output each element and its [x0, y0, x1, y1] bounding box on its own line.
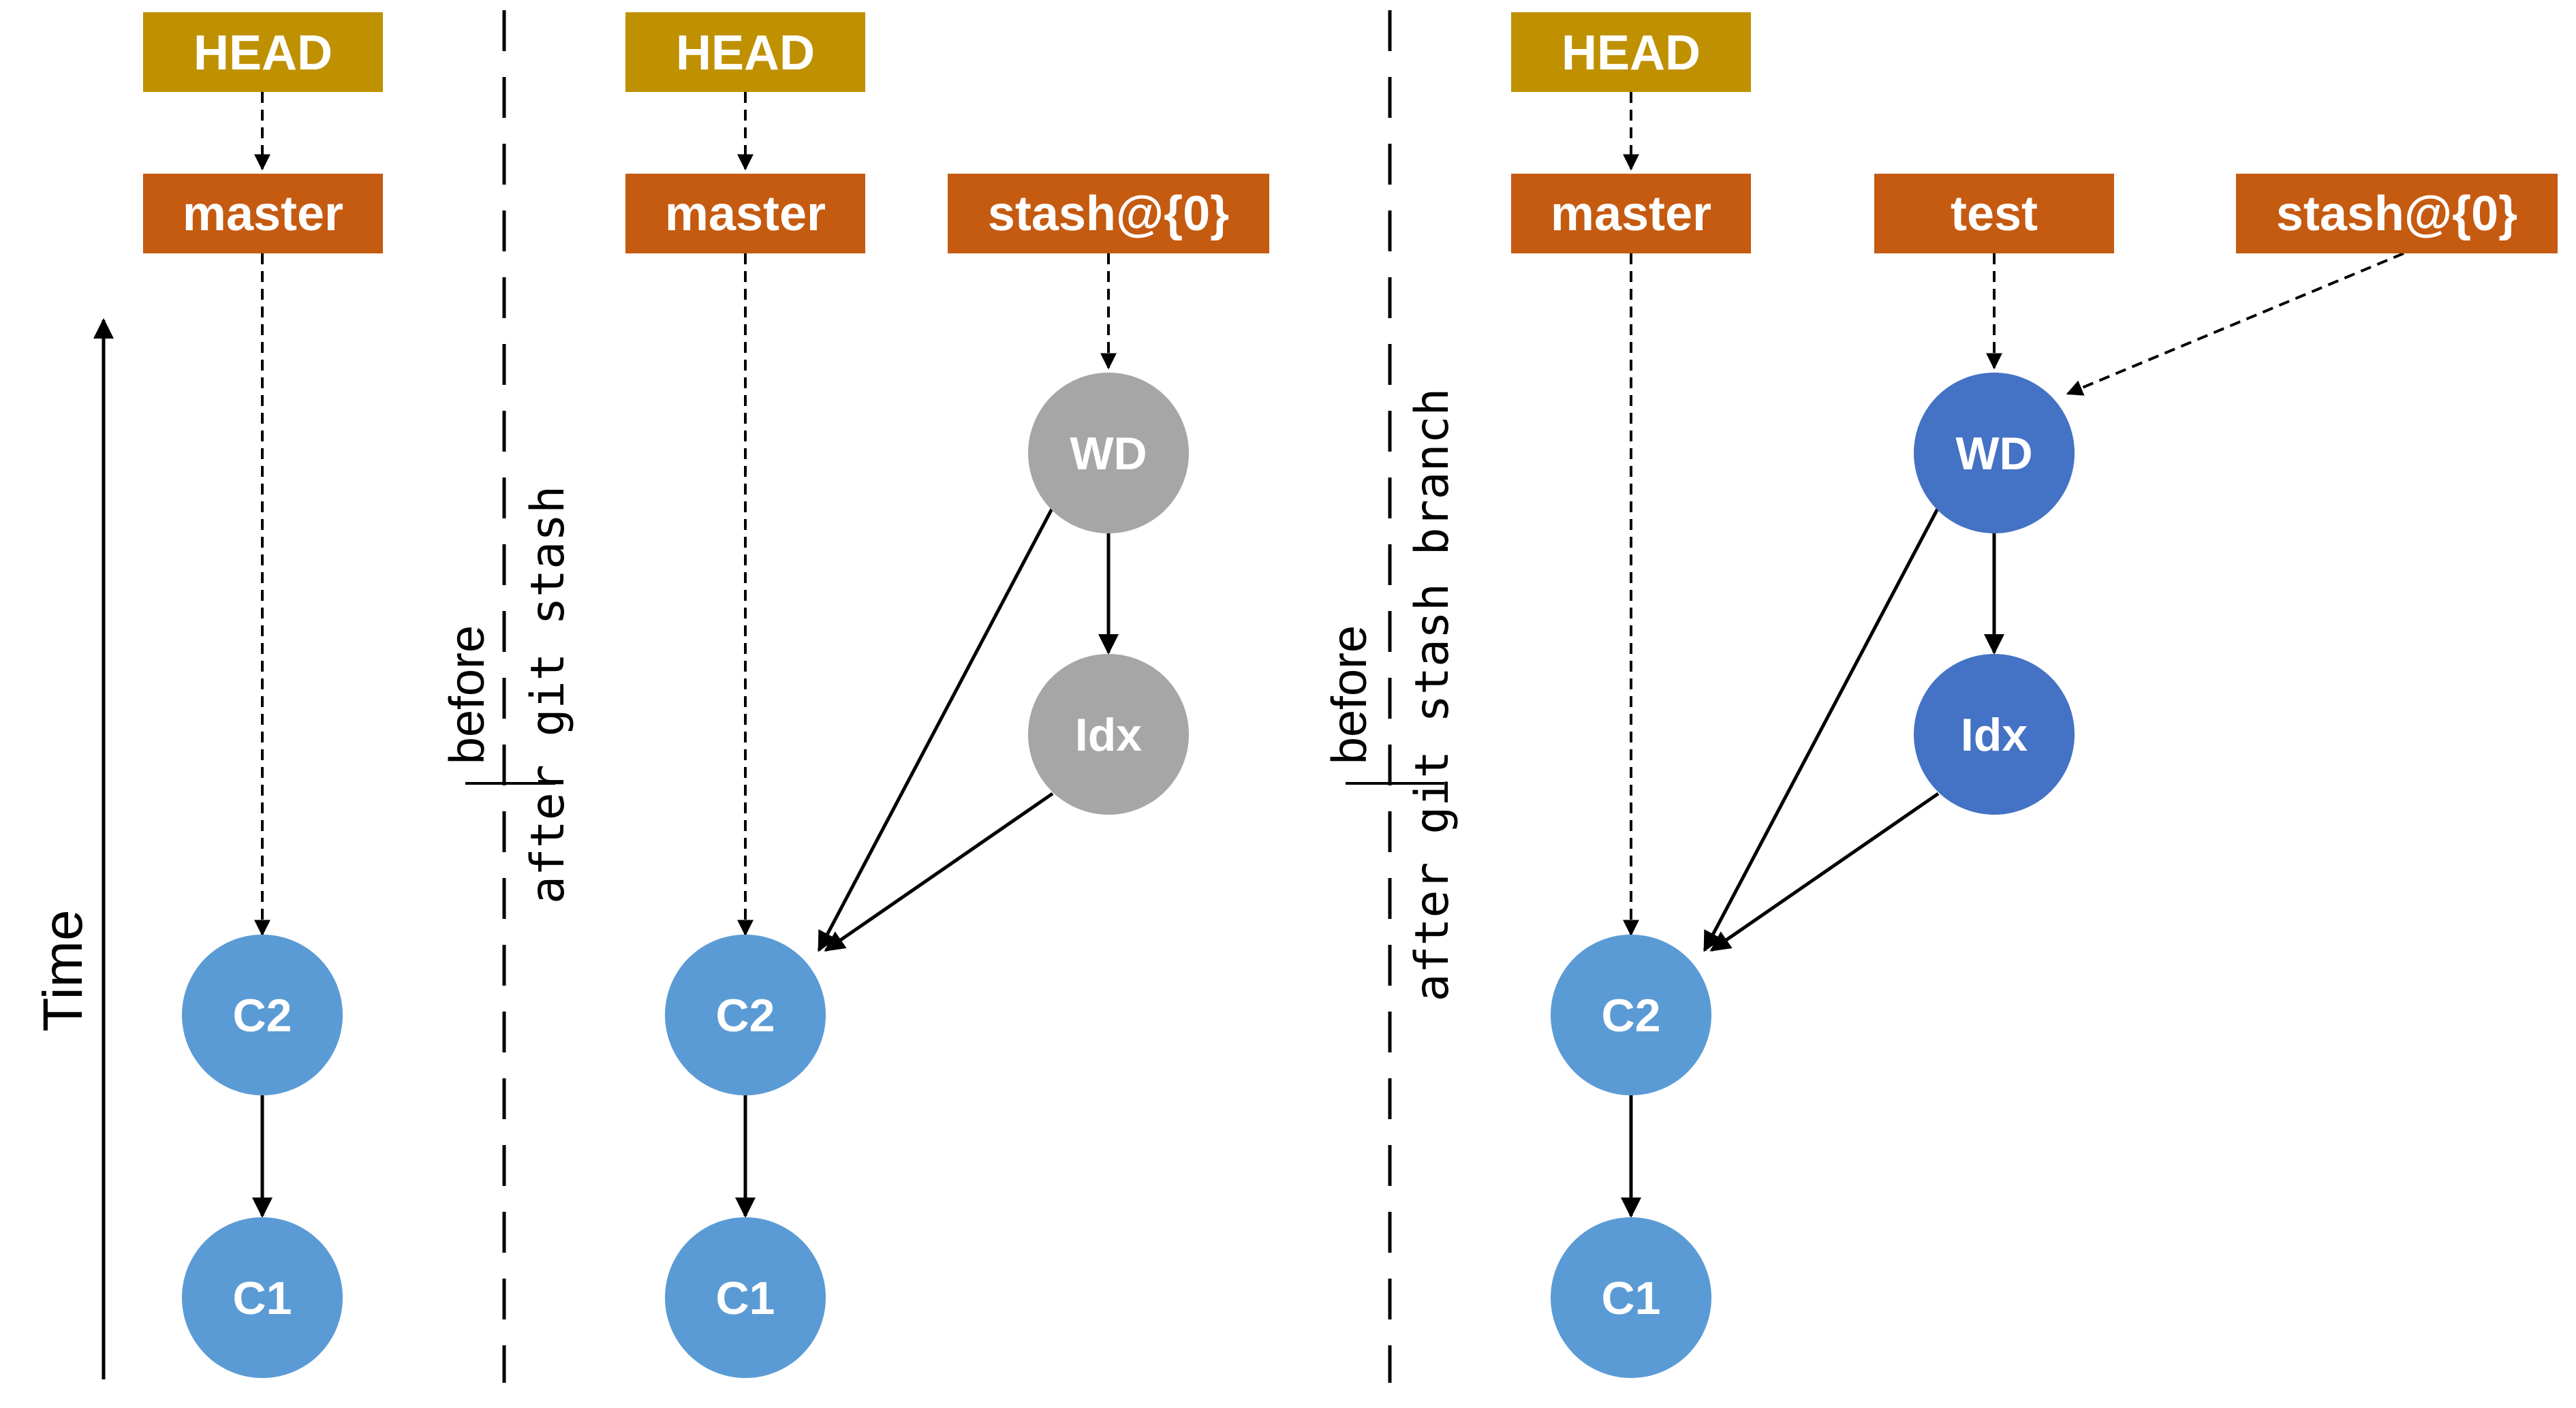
commit-c1-label: C1: [716, 1272, 775, 1324]
branch-commit-idx-label: Idx: [1961, 709, 2028, 761]
stash-commit-idx: [1028, 654, 1189, 815]
head-ref-label: HEAD: [193, 26, 332, 80]
branch-master-box: [625, 174, 865, 253]
commit-c2-label: C2: [716, 990, 775, 1042]
stash-commit-wd-label: WD: [1070, 428, 1147, 480]
branch-master-box: [1511, 174, 1751, 253]
stash-commit-idx-label: Idx: [1075, 709, 1142, 761]
branch-test-label: test: [1951, 187, 2038, 241]
separator-2-before: before: [1322, 625, 1377, 764]
idx-to-c2-arrow: [824, 792, 1054, 952]
branch-master-label: master: [1551, 187, 1711, 241]
commit-c1: [1551, 1217, 1711, 1378]
time-axis-label: Time: [32, 909, 94, 1031]
branch-commit-idx: [1914, 654, 2075, 815]
commit-c1-label: C1: [1602, 1272, 1661, 1324]
head-ref-box: [1511, 12, 1751, 92]
branch-test-box: [1874, 174, 2114, 253]
branch-master-label: master: [183, 187, 343, 241]
head-ref-label: HEAD: [676, 26, 815, 80]
branch-stash-box: [2236, 174, 2558, 253]
panel-1: HEAD master C2 C1: [143, 12, 383, 1378]
branch-stash-label: stash@{0}: [988, 187, 1229, 241]
commit-c2: [665, 935, 826, 1095]
stash-commit-wd: [1028, 373, 1189, 533]
commit-c2-label: C2: [233, 990, 292, 1042]
wd-to-c2-arrow: [1703, 506, 1940, 952]
branch-commit-wd: [1914, 373, 2075, 533]
panel-2: HEAD master stash@{0} WD Idx C2 C1: [625, 12, 1269, 1378]
idx-to-c2-arrow: [1709, 792, 1940, 952]
stash-to-wd-arrow: [2066, 252, 2404, 396]
head-ref-box: [143, 12, 383, 92]
commit-c2-label: C2: [1602, 990, 1661, 1042]
branch-stash-label: stash@{0}: [2276, 187, 2517, 241]
commit-c1: [182, 1217, 343, 1378]
head-ref-box: [625, 12, 865, 92]
branch-master-label: master: [665, 187, 826, 241]
panel-3: HEAD master test stash@{0} WD Idx C2 C1: [1511, 12, 2558, 1378]
separator-2-after: after git stash branch: [1406, 388, 1459, 1002]
commit-c1: [665, 1217, 826, 1378]
separator-1-after: after git stash: [521, 486, 575, 904]
commit-c1-label: C1: [233, 1272, 292, 1324]
branch-commit-wd-label: WD: [1955, 428, 2032, 480]
separator-1-before: before: [440, 625, 495, 764]
commit-c2: [1551, 935, 1711, 1095]
branch-master-box: [143, 174, 383, 253]
wd-to-c2-arrow: [817, 506, 1055, 952]
commit-c2: [182, 935, 343, 1095]
head-ref-label: HEAD: [1562, 26, 1701, 80]
branch-stash-box: [948, 174, 1269, 253]
